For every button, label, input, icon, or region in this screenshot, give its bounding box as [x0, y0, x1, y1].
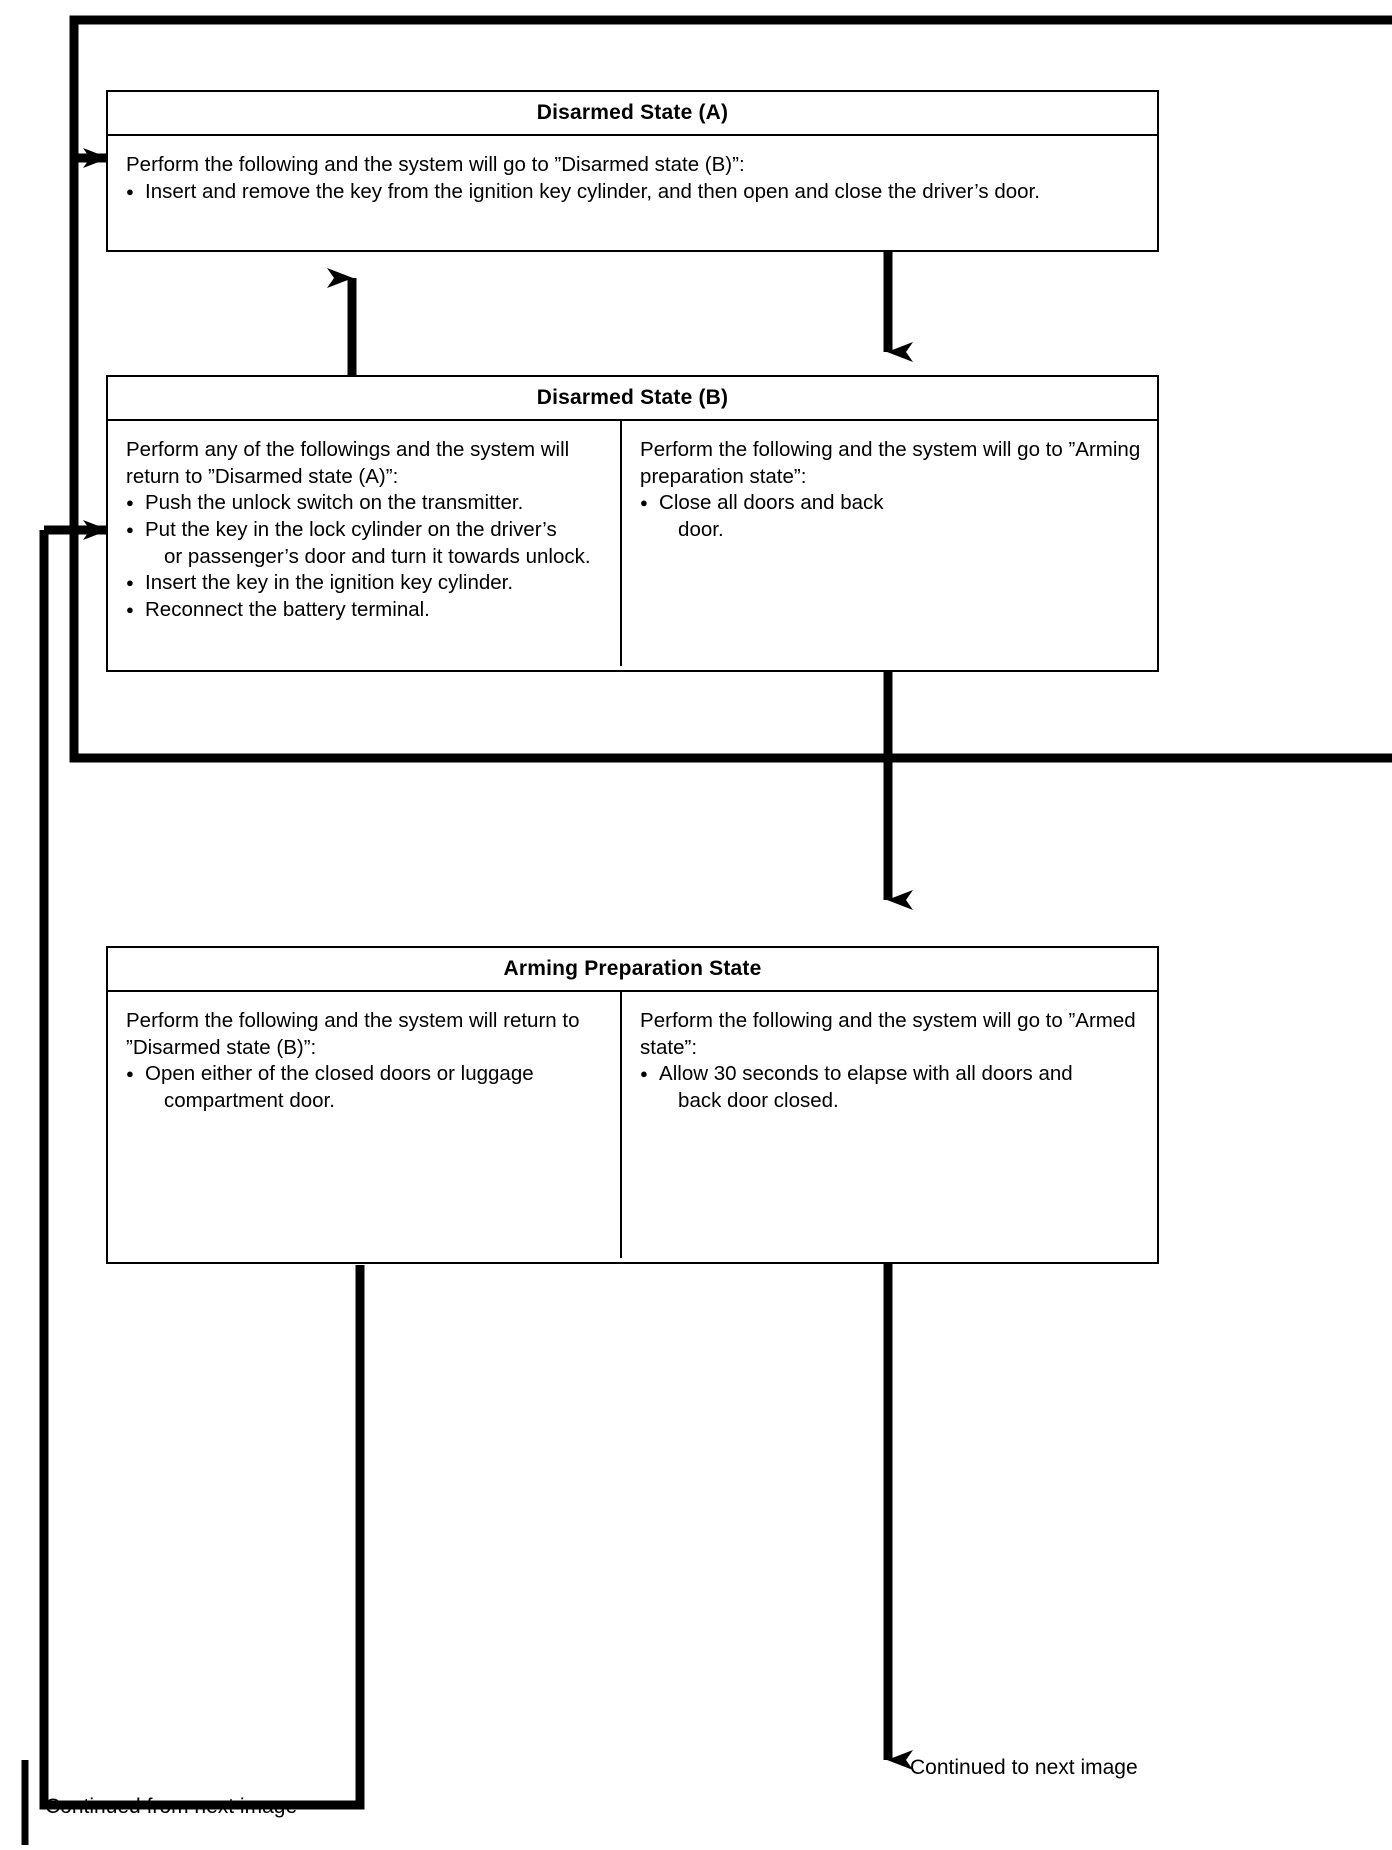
- bullet-line-continued: back door closed.: [678, 1089, 839, 1113]
- state-box-disarmed-a[interactable]: Disarmed State (A) Perform the following…: [106, 90, 1159, 252]
- state-column-arming-return: Perform the following and the system wil…: [108, 992, 623, 1259]
- bullet-line: Reconnect the battery terminal.: [145, 597, 430, 621]
- transition-bullet-list: Close all doors and back door.: [640, 490, 1145, 543]
- state-title-disarmed-a: Disarmed State (A): [108, 92, 1157, 137]
- state-body-disarmed-a: Perform the following and the system wil…: [108, 136, 1157, 217]
- transition-bullet-list: Insert and remove the key from the ignit…: [126, 179, 1145, 206]
- transition-lead-text: Perform the following and the system wil…: [126, 1009, 580, 1059]
- bullet-line: Push the unlock switch on the transmitte…: [145, 491, 524, 515]
- bullet-line: Close all doors and back: [659, 491, 884, 515]
- list-item: Open either of the closed doors or lugga…: [126, 1061, 608, 1114]
- state-box-disarmed-b[interactable]: Disarmed State (B) Perform any of the fo…: [106, 375, 1159, 672]
- state-column-arming-advance: Perform the following and the system wil…: [622, 992, 1157, 1258]
- bullet-line-continued: door.: [678, 518, 724, 542]
- list-item: Insert and remove the key from the ignit…: [126, 179, 1145, 206]
- state-body-arming-preparation: Perform the following and the system wil…: [108, 992, 1157, 1259]
- state-body-disarmed-b: Perform any of the followings and the sy…: [108, 421, 1157, 667]
- transition-lead-text: Perform the following and the system wil…: [640, 1009, 1136, 1059]
- list-item: Push the unlock switch on the transmitte…: [126, 490, 608, 517]
- list-item: Put the key in the lock cylinder on the …: [126, 517, 608, 570]
- bullet-line-continued: compartment door.: [164, 1089, 335, 1113]
- transition-lead-text: Perform the following and the system wil…: [640, 438, 1141, 488]
- list-item: Insert the key in the ignition key cylin…: [126, 570, 608, 597]
- transition-bullet-list: Push the unlock switch on the transmitte…: [126, 490, 608, 623]
- bullet-line: Allow 30 seconds to elapse with all door…: [659, 1062, 1073, 1086]
- caption-continued-to: Continued to next image: [910, 1756, 1138, 1779]
- caption-continued-from: Continued from next image: [45, 1795, 298, 1818]
- transition-lead-text: Perform the following and the system wil…: [126, 153, 745, 177]
- state-title-arming-preparation: Arming Preparation State: [108, 948, 1157, 993]
- state-box-arming-preparation[interactable]: Arming Preparation State Perform the fol…: [106, 946, 1159, 1264]
- bullet-line-continued: or passenger’s door and turn it towards …: [164, 544, 591, 568]
- transition-bullet-list: Open either of the closed doors or lugga…: [126, 1061, 608, 1114]
- bullet-line: Insert and remove the key from the ignit…: [145, 179, 1040, 203]
- list-item: Reconnect the battery terminal.: [126, 597, 608, 624]
- state-title-disarmed-b: Disarmed State (B): [108, 377, 1157, 422]
- list-item: Close all doors and back door.: [640, 490, 1145, 543]
- list-item: Allow 30 seconds to elapse with all door…: [640, 1061, 1145, 1114]
- state-column-disarmed-b-return: Perform any of the followings and the sy…: [108, 421, 623, 667]
- state-column-disarmed-b-advance: Perform the following and the system wil…: [622, 421, 1157, 666]
- bullet-line: Insert the key in the ignition key cylin…: [145, 571, 514, 595]
- transition-bullet-list: Allow 30 seconds to elapse with all door…: [640, 1061, 1145, 1114]
- bullet-line: Put the key in the lock cylinder on the …: [145, 518, 557, 542]
- bullet-line: Open either of the closed doors or lugga…: [145, 1062, 534, 1086]
- transition-lead-text: Perform any of the followings and the sy…: [126, 438, 570, 488]
- state-column-disarmed-a-1: Perform the following and the system wil…: [108, 136, 1157, 217]
